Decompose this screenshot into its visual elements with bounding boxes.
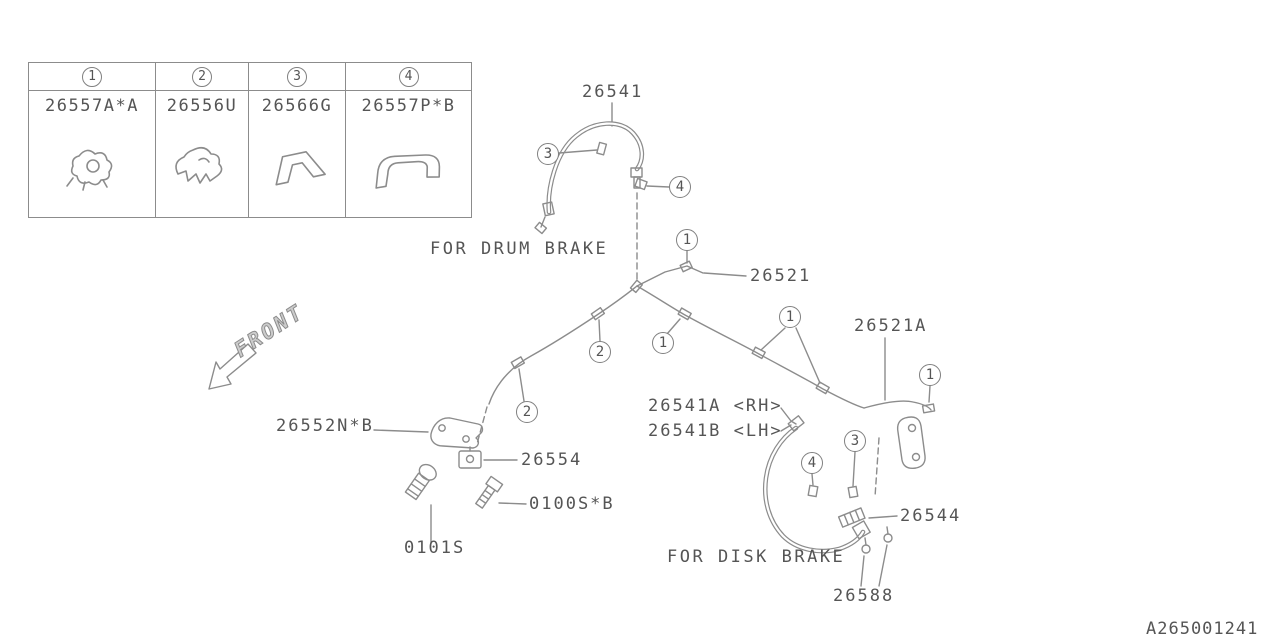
legend-item-1: 1 26557A*A bbox=[29, 63, 156, 217]
legend-part-number-1: 26557A*A bbox=[45, 96, 139, 116]
connector-26554 bbox=[458, 446, 518, 469]
callout-4: 4 bbox=[801, 452, 823, 474]
callout-4: 4 bbox=[669, 176, 691, 198]
part-label-0101s: 0101S bbox=[404, 538, 466, 558]
brake-pipe-26521 bbox=[476, 250, 936, 445]
legend-part-number-3: 26566G bbox=[261, 96, 333, 116]
flat-spring-clip-icon bbox=[261, 116, 333, 217]
callout-3: 3 bbox=[537, 143, 559, 165]
callout-1: 1 bbox=[676, 229, 698, 251]
part-label-26521: 26521 bbox=[750, 266, 812, 286]
callout-2: 2 bbox=[589, 341, 611, 363]
legend-part-number-4: 26557P*B bbox=[361, 96, 456, 116]
part-label-26521a: 26521A bbox=[854, 316, 928, 336]
clip-1-b bbox=[751, 346, 766, 360]
clip-2-lower bbox=[510, 356, 526, 370]
bolt-0101s bbox=[404, 463, 437, 544]
part-label-26541: 26541 bbox=[582, 82, 644, 102]
wide-spring-clip-icon bbox=[363, 116, 455, 217]
legend-table: 1 26557A*A 2 26556U bbox=[28, 62, 472, 218]
clip-3-on-hose bbox=[596, 141, 608, 156]
callout-circle-1: 1 bbox=[82, 66, 102, 87]
drum-brake-caption: FOR DRUM BRAKE bbox=[430, 239, 609, 259]
clip-4-on-hose bbox=[634, 177, 648, 191]
callout-1: 1 bbox=[919, 364, 941, 386]
legend-header-2: 2 bbox=[156, 63, 248, 91]
legend-header-4: 4 bbox=[346, 63, 471, 91]
callout-1: 1 bbox=[652, 332, 674, 354]
brake-pipe-26521a bbox=[863, 400, 932, 411]
disk-brake-caption: FOR DISK BRAKE bbox=[667, 547, 846, 567]
clip-2-upper bbox=[590, 306, 606, 321]
callout-3: 3 bbox=[844, 430, 866, 452]
bolts-26588 bbox=[861, 526, 893, 554]
callout-circle-3: 3 bbox=[287, 66, 307, 87]
clip-4-on-disk-hose bbox=[807, 484, 819, 498]
callout-circle-4: 4 bbox=[398, 66, 419, 87]
legend-item-3: 3 26566G bbox=[249, 63, 346, 217]
front-arrow-icon bbox=[208, 343, 257, 390]
part-label-26552n-b: 26552N*B bbox=[276, 416, 374, 436]
clip-3-on-disk-hose bbox=[847, 485, 859, 499]
drum-brake-hose-26541 bbox=[534, 102, 670, 284]
body-bracket-right bbox=[896, 416, 926, 470]
legend-header-3: 3 bbox=[249, 63, 345, 91]
wire-clamp-clip-icon bbox=[55, 116, 129, 217]
legend-item-4: 4 26557P*B bbox=[346, 63, 471, 217]
callout-1: 1 bbox=[779, 306, 801, 328]
clip-1-a bbox=[677, 307, 692, 321]
part-label-26541b-lh: 26541B <LH> bbox=[648, 421, 783, 441]
legend-part-number-2: 26556U bbox=[166, 96, 238, 116]
part-label-26541a-rh: 26541A <RH> bbox=[648, 396, 783, 416]
diagram-id: A265001241 bbox=[1146, 619, 1259, 639]
part-label-26554: 26554 bbox=[521, 450, 583, 470]
disk-brake-hose-26541ab bbox=[763, 407, 898, 587]
part-label-26588: 26588 bbox=[833, 586, 895, 606]
part-label-0100s-b: 0100S*B bbox=[529, 494, 615, 514]
clip-1-top bbox=[679, 260, 693, 273]
fitting-26544 bbox=[837, 507, 866, 528]
callout-2: 2 bbox=[516, 401, 538, 423]
clip-1-right bbox=[921, 403, 936, 414]
pronged-clamp-clip-icon bbox=[169, 116, 235, 217]
bracket-26552n bbox=[373, 417, 484, 449]
legend-item-2: 2 26556U bbox=[156, 63, 249, 217]
clip-1-c bbox=[815, 381, 830, 395]
callout-circle-2: 2 bbox=[192, 66, 212, 87]
legend-header-1: 1 bbox=[29, 63, 155, 91]
bolt-0100s bbox=[475, 475, 527, 509]
part-label-26544: 26544 bbox=[900, 506, 962, 526]
